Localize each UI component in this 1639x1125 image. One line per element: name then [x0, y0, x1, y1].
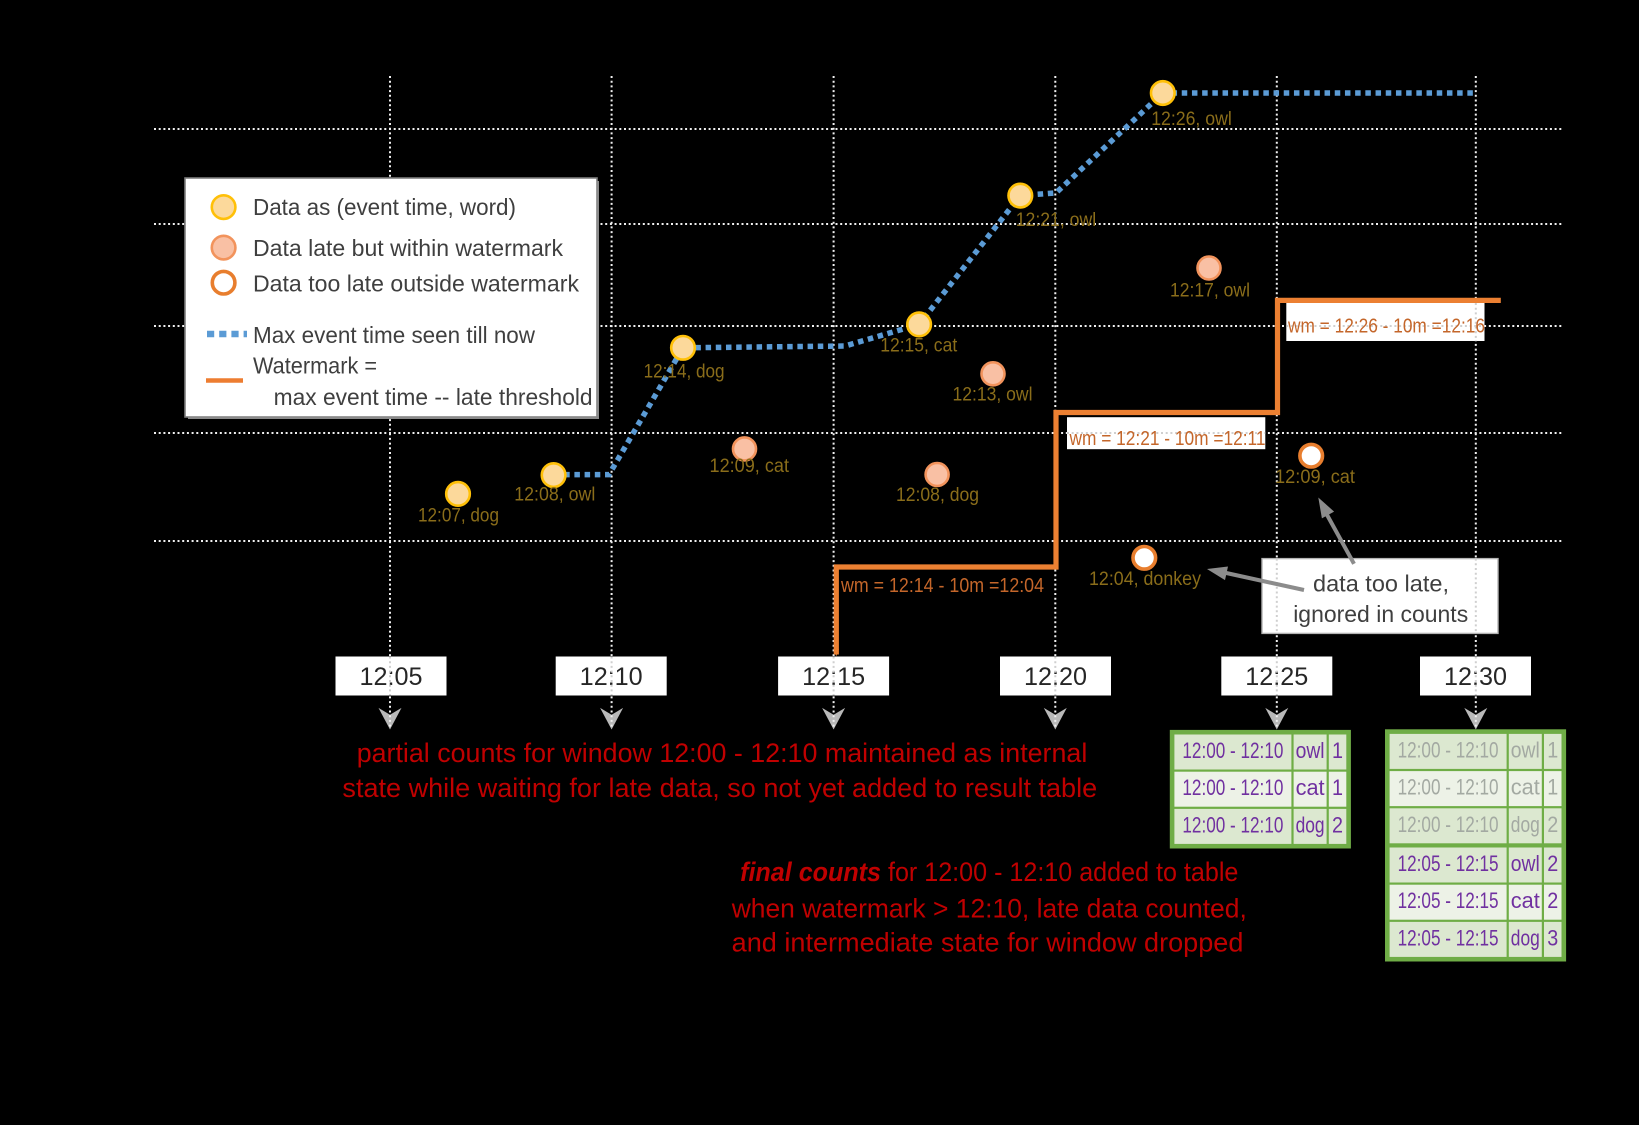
svg-text:12:08, owl: 12:08, owl — [514, 485, 595, 506]
svg-text:final counts for 12:00 - 12:10: final counts for 12:00 - 12:10 added to … — [740, 857, 1238, 887]
svg-text:and intermediate state for win: and intermediate state for window droppe… — [732, 928, 1244, 958]
svg-text:2: 2 — [1332, 812, 1343, 837]
svg-text:12:00 - 12:10: 12:00 - 12:10 — [1182, 775, 1283, 800]
svg-text:12:05 - 12:15: 12:05 - 12:15 — [1398, 888, 1499, 913]
svg-text:12:09, cat: 12:09, cat — [1275, 467, 1356, 488]
svg-text:12:08, dog: 12:08, dog — [896, 485, 979, 506]
svg-text:1: 1 — [1332, 775, 1343, 800]
svg-text:Data as (event time, word): Data as (event time, word) — [253, 194, 516, 220]
svg-text:12:00 - 12:10: 12:00 - 12:10 — [1398, 737, 1499, 762]
svg-text:2: 2 — [1547, 851, 1558, 876]
svg-text:3: 3 — [1547, 925, 1558, 950]
svg-text:12:15, cat: 12:15, cat — [880, 336, 958, 357]
svg-text:owl: owl — [1511, 737, 1540, 762]
svg-text:when watermark > 12:10, late d: when watermark > 12:10, late data counte… — [731, 894, 1247, 924]
svg-text:data too late,: data too late, — [1313, 571, 1449, 597]
svg-text:cat: cat — [1511, 888, 1540, 913]
svg-text:12:05 - 12:15: 12:05 - 12:15 — [1398, 851, 1499, 876]
svg-text:12:00 - 12:10: 12:00 - 12:10 — [1182, 812, 1283, 837]
svg-text:12:09, cat: 12:09, cat — [710, 456, 790, 477]
svg-text:12:04, donkey: 12:04, donkey — [1089, 569, 1201, 590]
svg-text:2: 2 — [1547, 888, 1558, 913]
svg-text:1: 1 — [1332, 738, 1343, 763]
svg-text:12:00 - 12:10: 12:00 - 12:10 — [1182, 738, 1283, 763]
svg-text:dog: dog — [1511, 812, 1540, 837]
svg-text:12:00 - 12:10: 12:00 - 12:10 — [1398, 775, 1499, 800]
svg-text:cat: cat — [1296, 775, 1325, 800]
svg-text:2: 2 — [1547, 812, 1558, 837]
svg-text:12:13, owl: 12:13, owl — [953, 385, 1033, 406]
svg-text:wm = 12:14 - 10m =12:04: wm = 12:14 - 10m =12:04 — [840, 575, 1044, 597]
svg-text:cat: cat — [1511, 775, 1540, 800]
svg-text:ignored in counts: ignored in counts — [1293, 601, 1468, 627]
svg-text:partial counts for window 12:0: partial counts for window 12:00 - 12:10 … — [357, 738, 1088, 768]
svg-text:Data late but within watermark: Data late but within watermark — [253, 235, 563, 261]
svg-text:12:14, dog: 12:14, dog — [644, 362, 725, 383]
svg-text:1: 1 — [1547, 737, 1558, 762]
svg-text:12:00 - 12:10: 12:00 - 12:10 — [1398, 812, 1499, 837]
svg-text:12:07, dog: 12:07, dog — [418, 506, 499, 527]
svg-text:12:21, owl: 12:21, owl — [1016, 210, 1096, 231]
svg-text:max event time -- late thresho: max event time -- late threshold — [274, 384, 593, 410]
svg-text:wm = 12:26 - 10m =12:16: wm = 12:26 - 10m =12:16 — [1287, 315, 1485, 337]
svg-text:owl: owl — [1296, 738, 1325, 763]
svg-text:Data too late outside watermar: Data too late outside watermark — [253, 271, 579, 297]
svg-text:12:05 - 12:15: 12:05 - 12:15 — [1398, 925, 1499, 950]
svg-text:Max event time seen till now: Max event time seen till now — [253, 322, 536, 348]
svg-text:12:26, owl: 12:26, owl — [1151, 109, 1232, 130]
svg-text:dog: dog — [1511, 925, 1540, 950]
svg-text:1: 1 — [1547, 775, 1558, 800]
svg-text:12:17, owl: 12:17, owl — [1170, 281, 1250, 302]
svg-text:state while waiting for late d: state while waiting for late data, so no… — [342, 773, 1097, 803]
svg-text:owl: owl — [1511, 851, 1540, 876]
svg-text:dog: dog — [1296, 812, 1325, 837]
svg-text:Watermark =: Watermark = — [253, 353, 377, 379]
svg-text:wm = 12:21 - 10m =12:11: wm = 12:21 - 10m =12:11 — [1069, 428, 1266, 450]
